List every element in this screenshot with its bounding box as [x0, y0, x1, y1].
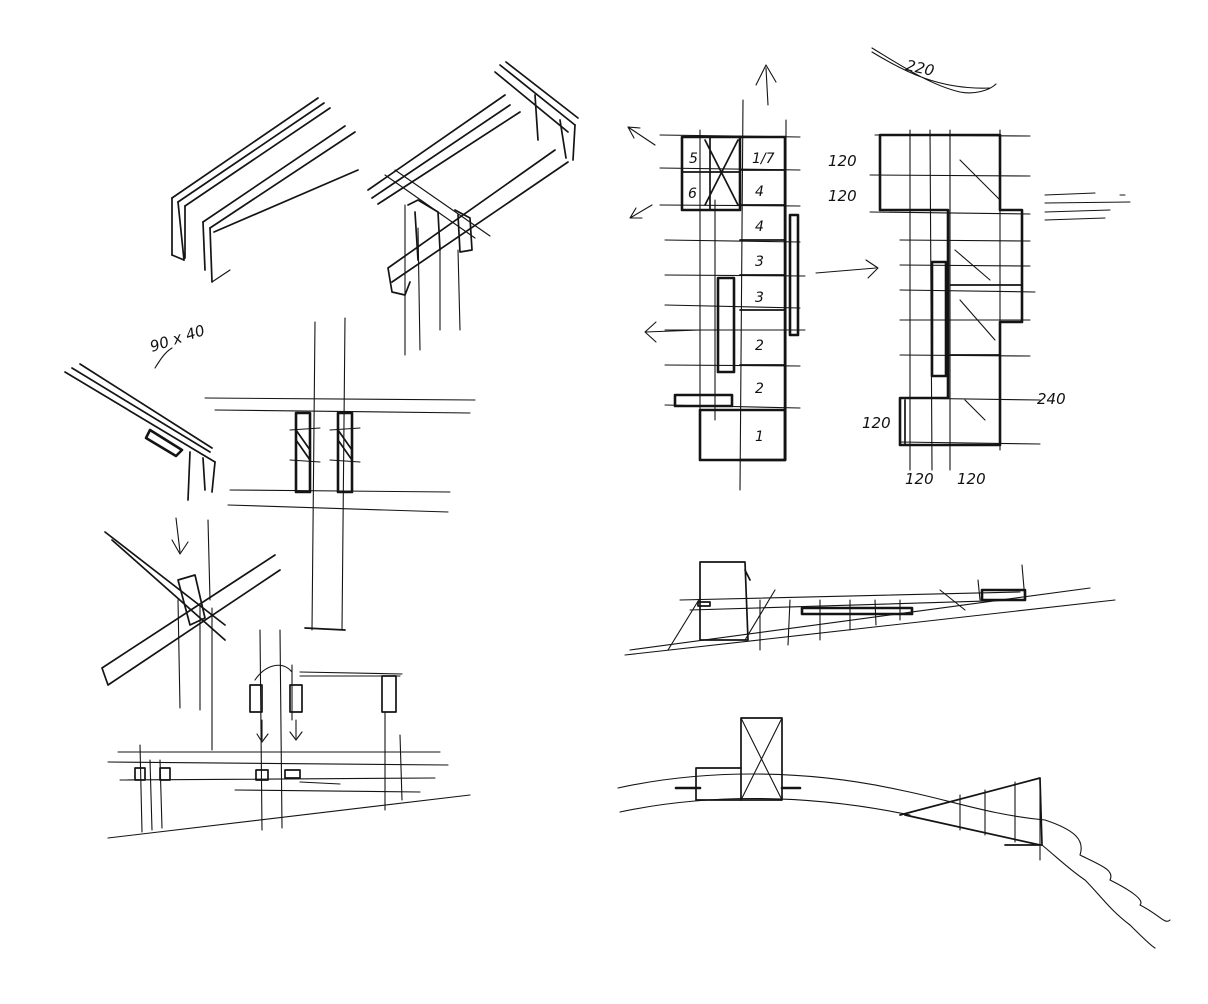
room-label-5: 5 — [689, 151, 698, 167]
site-section-b — [617, 717, 1171, 949]
room-label-4b: 4 — [755, 219, 764, 235]
room-label-1-7: 1/7 — [752, 151, 775, 167]
foundation-sketch — [107, 629, 471, 839]
dim-row1: 120 — [828, 152, 857, 170]
beam-dimension-label: 90 x 40 — [148, 321, 207, 356]
top-dimension-label: 220 — [904, 56, 936, 80]
room-label-2a: 2 — [755, 338, 764, 354]
room-label-1: 1 — [755, 429, 764, 445]
site-section-a — [624, 561, 1116, 656]
dim-bottom-b: 120 — [957, 470, 986, 488]
room-label-3a: 3 — [755, 254, 764, 270]
dim-bottom-a: 120 — [905, 470, 934, 488]
room-label-3b: 3 — [755, 290, 764, 306]
dim-bottom-left: 120 — [862, 414, 891, 432]
beam-section-sketch: 90 x 40 — [64, 321, 216, 555]
room-label-4a: 4 — [755, 184, 764, 200]
rafter-joint-sketch — [367, 61, 579, 356]
crossing-beams-sketch — [101, 519, 281, 751]
dim-row2: 120 — [828, 187, 857, 205]
room-label-2b: 2 — [755, 381, 764, 397]
floor-plan-dimensioned: 220 120 120 120 240 120 120 — [828, 47, 1131, 488]
beam-pair-sketch — [171, 97, 359, 283]
dim-right: 240 — [1037, 390, 1066, 408]
floor-plan-numbered: 5 6 1/7 4 4 3 3 2 2 1 — [627, 64, 879, 491]
room-label-6: 6 — [688, 186, 697, 202]
column-connection-sketch — [204, 317, 476, 631]
